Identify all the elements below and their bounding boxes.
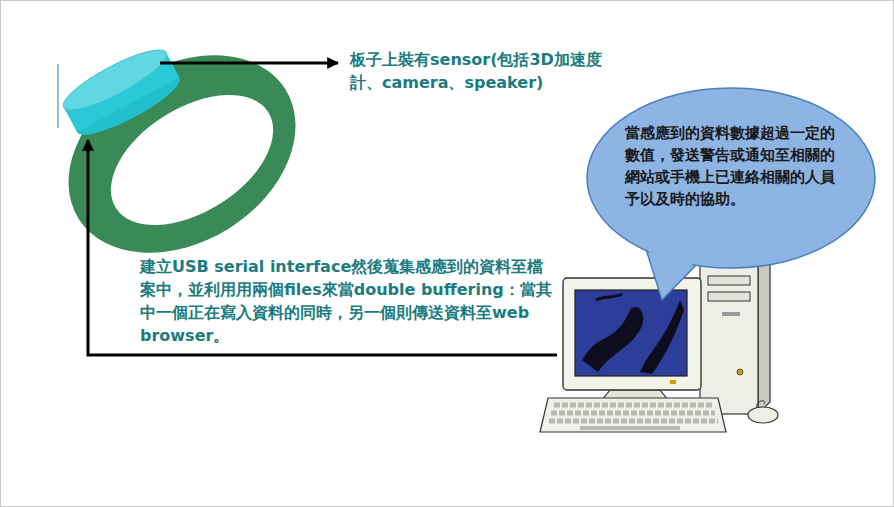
key-row bbox=[554, 403, 712, 408]
bubble-tail-fill bbox=[647, 244, 695, 297]
sensor-note-text: 板子上裝有sensor(包括3D加速度計、camera、speaker) bbox=[350, 48, 628, 94]
data-arrow bbox=[88, 140, 557, 355]
tower-front bbox=[700, 262, 758, 414]
cylinder-top bbox=[57, 40, 173, 119]
key-row bbox=[549, 419, 718, 424]
speech-bubble: 當感應到的資料數據超過一定的數值，發送警告或通知至相關的網站或手機上已連絡相關的… bbox=[585, 86, 877, 270]
edge-mark bbox=[58, 64, 59, 128]
bubble-outline bbox=[587, 88, 875, 268]
mouse bbox=[748, 407, 778, 423]
usb-note-text: 建立USB serial interface然後蒐集感應到的資料至檔案中，並利用… bbox=[140, 255, 558, 347]
sensor-board bbox=[57, 40, 186, 144]
screen-glare bbox=[582, 307, 643, 372]
key-row bbox=[551, 411, 715, 416]
wrist-ring bbox=[32, 15, 332, 294]
pointer-arrow bbox=[160, 62, 338, 65]
monitor-frame bbox=[563, 278, 701, 390]
drive-bay bbox=[708, 292, 750, 301]
screen-glare bbox=[640, 300, 684, 374]
space-bar bbox=[580, 426, 680, 430]
sensor-note: 板子上裝有sensor(包括3D加速度計、camera、speaker) bbox=[350, 48, 628, 94]
usb-note: 建立USB serial interface然後蒐集感應到的資料至檔案中，並利用… bbox=[140, 255, 558, 347]
drive-slot bbox=[722, 312, 740, 316]
keyboard bbox=[540, 398, 726, 432]
monitor-light bbox=[670, 380, 676, 384]
drive-bay bbox=[708, 276, 750, 285]
bubble-text: 當感應到的資料數據超過一定的數值，發送警告或通知至相關的網站或手機上已連絡相關的… bbox=[625, 122, 839, 210]
monitor-screen bbox=[575, 290, 687, 376]
power-button bbox=[737, 369, 743, 375]
screen-glare bbox=[596, 294, 622, 300]
tower-side bbox=[758, 252, 770, 414]
ring-outer bbox=[32, 15, 332, 294]
